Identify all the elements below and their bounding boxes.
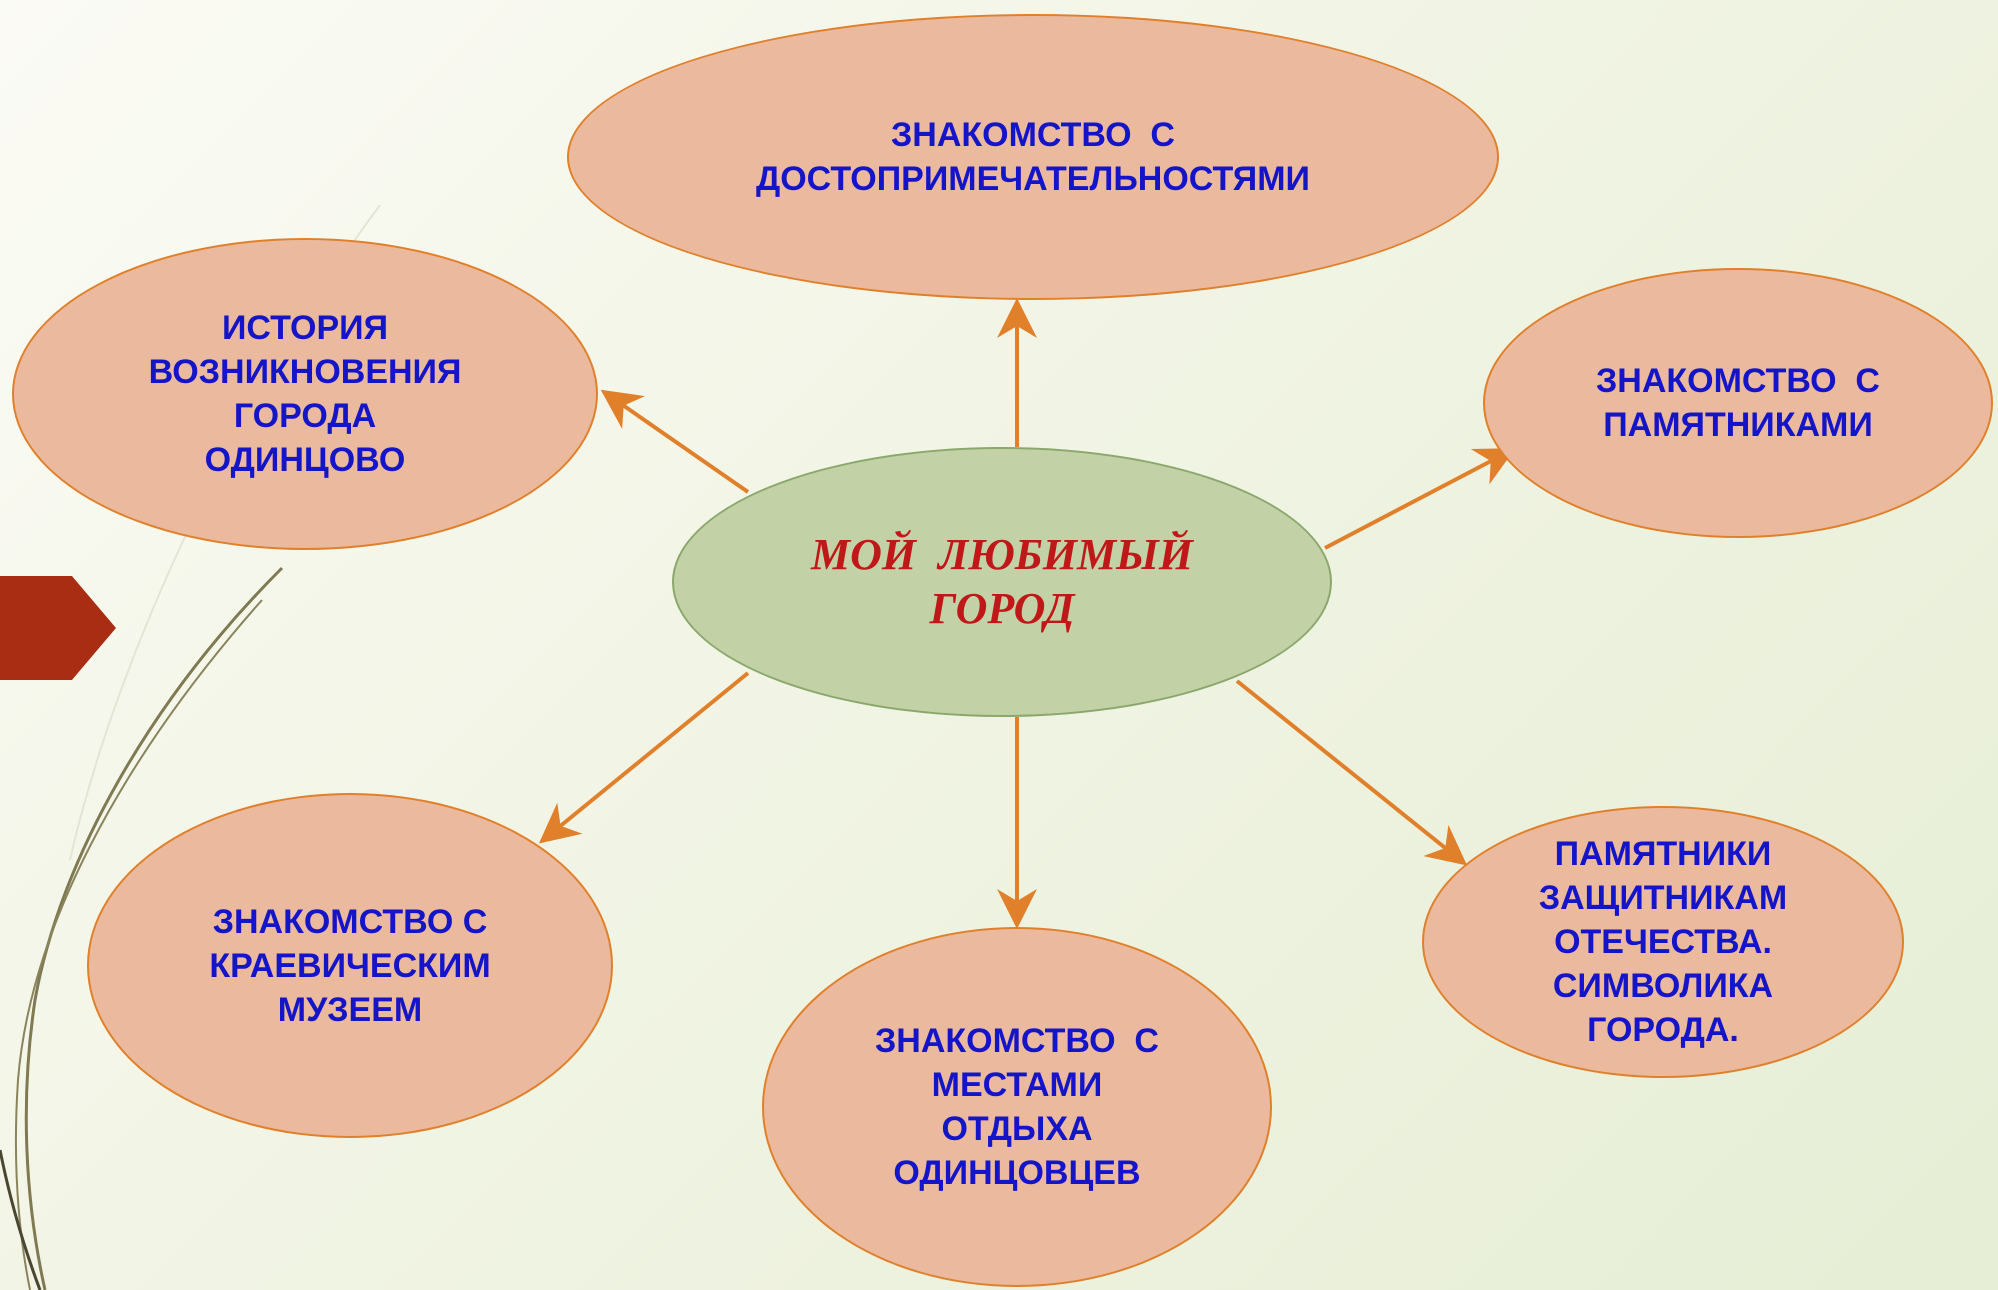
label-line: МУЗЕЕМ: [277, 990, 423, 1029]
label-line: ГОРОД: [929, 584, 1075, 633]
center-topic-label: МОЙ ЛЮБИМЫЙ ГОРОД: [811, 528, 1193, 636]
label-line: ГОРОДА: [233, 397, 377, 435]
arrow-to-defenders: [1235, 679, 1468, 866]
topic-history-label: ИСТОРИЯ ВОЗНИКНОВЕНИЯ ГОРОДА ОДИНЦОВО: [149, 306, 462, 482]
topic-history: ИСТОРИЯ ВОЗНИКНОВЕНИЯ ГОРОДА ОДИНЦОВО: [12, 238, 598, 550]
label-line: ЗНАКОМСТВО С: [1595, 362, 1880, 400]
label-line: СИМВОЛИКА: [1552, 967, 1774, 1005]
topic-museum: ЗНАКОМСТВО С КРАЕВИЧЕСКИМ МУЗЕЕМ: [87, 793, 613, 1138]
label-line: ЗНАКОМСТВО С: [890, 116, 1175, 154]
topic-leisure-label: ЗНАКОМСТВО С МЕСТАМИ ОТДЫХА ОДИНЦОВЦЕВ: [875, 1019, 1159, 1195]
label-line: МОЙ ЛЮБИМЫЙ: [811, 530, 1193, 579]
label-line: ОТДЫХА: [941, 1110, 1093, 1148]
label-line: ДОСТОПРИМЕЧАТЕЛЬНОСТЯМИ: [755, 160, 1310, 198]
center-topic: МОЙ ЛЮБИМЫЙ ГОРОД: [672, 447, 1332, 717]
topic-sights: ЗНАКОМСТВО С ДОСТОПРИМЕЧАТЕЛЬНОСТЯМИ: [567, 14, 1499, 300]
topic-defenders: ПАМЯТНИКИ ЗАЩИТНИКАМ ОТЕЧЕСТВА. СИМВОЛИК…: [1422, 806, 1904, 1078]
label-line: ИСТОРИЯ: [221, 309, 389, 347]
label-line: ЗАЩИТНИКАМ: [1538, 879, 1788, 917]
label-line: ОДИНЦОВЦЕВ: [893, 1154, 1141, 1192]
label-line: ЗНАКОМСТВО С: [212, 902, 488, 941]
topic-monuments: ЗНАКОМСТВО С ПАМЯТНИКАМИ: [1483, 268, 1993, 538]
topic-defenders-label: ПАМЯТНИКИ ЗАЩИТНИКАМ ОТЕЧЕСТВА. СИМВОЛИК…: [1539, 832, 1787, 1052]
topic-sights-label: ЗНАКОМСТВО С ДОСТОПРИМЕЧАТЕЛЬНОСТЯМИ: [756, 113, 1310, 201]
label-line: ГОРОДА.: [1587, 1011, 1739, 1049]
label-line: ПАМЯТНИКИ: [1554, 835, 1772, 873]
arrow-to-museum: [538, 671, 750, 844]
label-line: ПАМЯТНИКАМИ: [1603, 406, 1873, 444]
arrow-to-monuments: [1324, 448, 1516, 550]
topic-monuments-label: ЗНАКОМСТВО С ПАМЯТНИКАМИ: [1596, 359, 1880, 447]
arrow-to-history: [600, 389, 750, 494]
label-line: КРАЕВИЧЕСКИМ: [209, 946, 491, 985]
label-line: ОТЕЧЕСТВА.: [1554, 923, 1772, 961]
label-line: ОДИНЦОВО: [204, 441, 406, 479]
topic-museum-label: ЗНАКОМСТВО С КРАЕВИЧЕСКИМ МУЗЕЕМ: [209, 900, 490, 1032]
label-line: МЕСТАМИ: [931, 1066, 1103, 1104]
label-line: ЗНАКОМСТВО С: [874, 1022, 1159, 1060]
topic-leisure: ЗНАКОМСТВО С МЕСТАМИ ОТДЫХА ОДИНЦОВЦЕВ: [762, 927, 1272, 1287]
label-line: ВОЗНИКНОВЕНИЯ: [148, 353, 462, 391]
